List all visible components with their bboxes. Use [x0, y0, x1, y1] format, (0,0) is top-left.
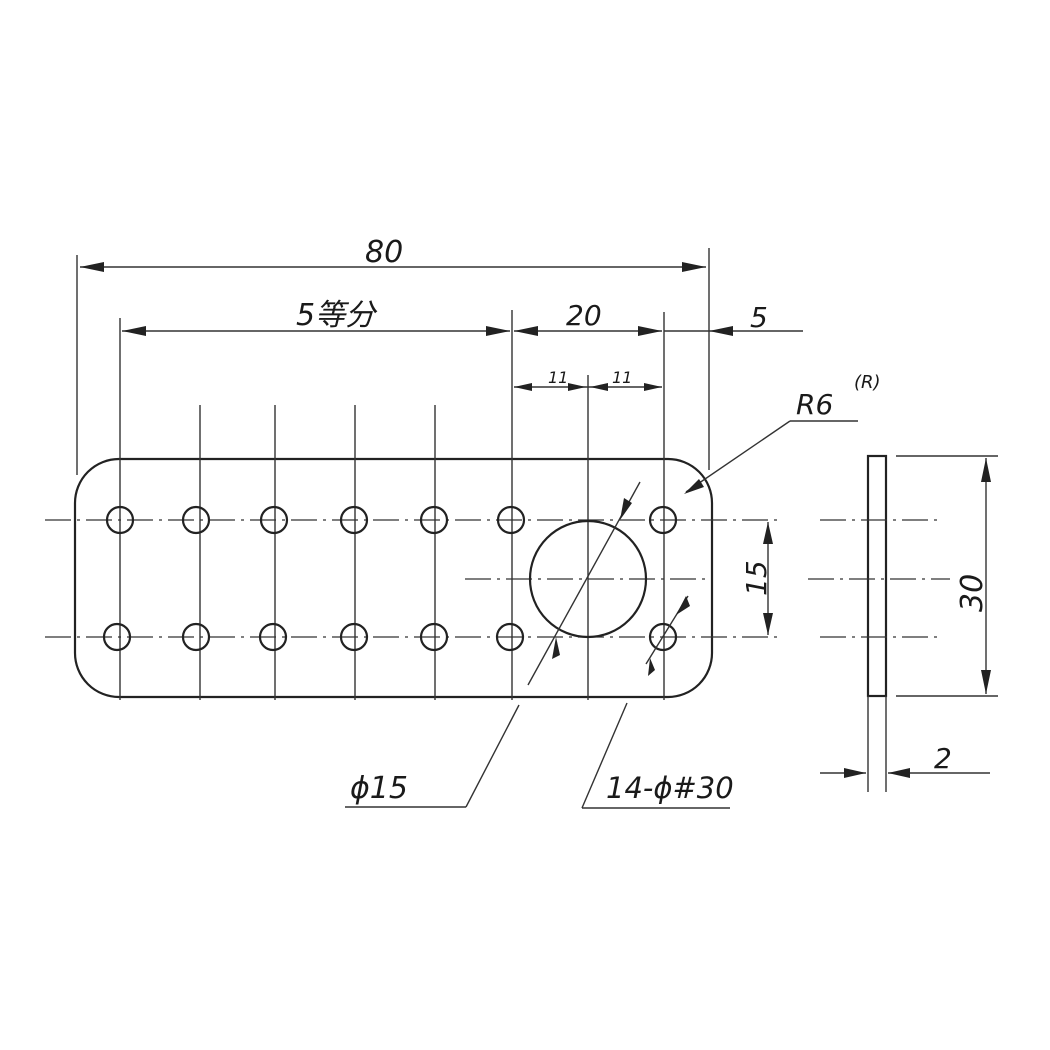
dim-2	[820, 768, 990, 778]
dim-30-label: 30	[955, 574, 990, 612]
dim-20-label: 20	[566, 299, 602, 332]
extension-lines	[76, 248, 710, 700]
r6-label: R6	[796, 388, 833, 421]
large-hole	[528, 519, 648, 639]
dim-80	[80, 262, 706, 272]
phi15-label: ϕ15	[350, 771, 408, 806]
side-view	[808, 454, 998, 792]
r6-note: (R)	[854, 372, 881, 393]
dim-2-label: 2	[934, 742, 952, 775]
dim-15-label: 15	[740, 560, 773, 596]
holes-leader	[581, 595, 730, 809]
dim-11-right-label: 11	[612, 368, 632, 387]
dim-5-label: 5	[750, 301, 768, 334]
dim-11-11	[514, 383, 662, 391]
dim-5-equal-label: 5等分	[296, 298, 378, 333]
dim-5	[664, 326, 803, 336]
plate-outline	[73, 457, 714, 699]
phi15-leader	[345, 481, 641, 808]
centerlines	[45, 519, 780, 638]
dim-30	[981, 458, 991, 694]
holes-label: 14-ϕ#30	[606, 771, 734, 805]
r6-leader	[684, 420, 858, 494]
dim-11-left-label: 11	[548, 368, 568, 387]
small-holes	[102, 505, 678, 652]
dim-20	[514, 326, 662, 336]
dim-5-equal	[122, 326, 510, 336]
dim-15	[763, 522, 773, 635]
dim-80-label: 80	[365, 235, 403, 270]
